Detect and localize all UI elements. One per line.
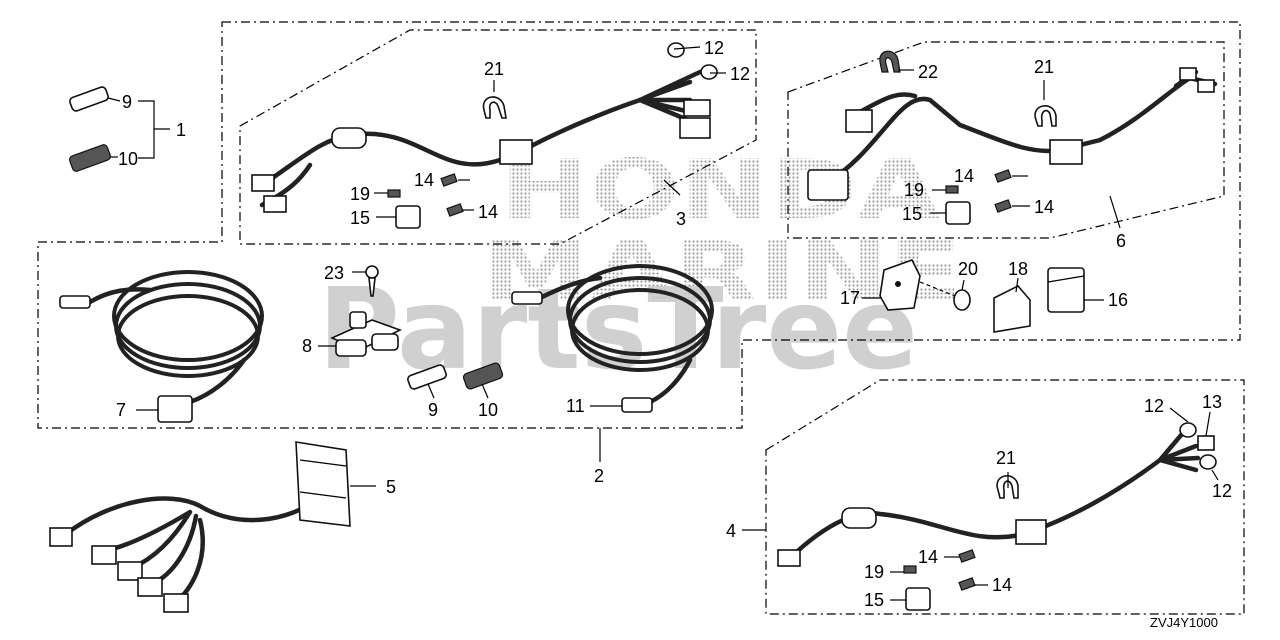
terminal-19-c	[903, 565, 917, 574]
cap-18	[993, 285, 1031, 333]
watermark-marine: MARINE	[482, 225, 962, 320]
callout-14[interactable]: 14	[918, 547, 938, 567]
callout-2[interactable]: 2	[594, 466, 604, 486]
callout-17[interactable]: 17	[840, 288, 860, 308]
adapter-9-mid	[407, 364, 447, 390]
coupler-15-c	[905, 587, 931, 611]
terminal-14-d	[994, 199, 1012, 213]
callout-21[interactable]: 21	[484, 59, 504, 79]
terminal-19-b	[945, 185, 959, 194]
clamp-21-a	[482, 80, 507, 119]
harness-6	[807, 67, 1218, 201]
callout-23[interactable]: 23	[324, 263, 344, 283]
callout-19[interactable]: 19	[864, 562, 884, 582]
callout-20[interactable]: 20	[958, 259, 978, 279]
callout-21[interactable]: 21	[1034, 57, 1054, 77]
watermark-honda: HONDA	[500, 143, 941, 238]
callout-10[interactable]: 10	[118, 149, 138, 169]
terminal-14-c	[994, 169, 1012, 183]
leader-lines	[136, 46, 1219, 601]
callout-19[interactable]: 19	[350, 184, 370, 204]
clamp-21-b	[1034, 105, 1057, 127]
harness-3	[251, 42, 718, 213]
callout-4[interactable]: 4	[726, 521, 736, 541]
callout-11[interactable]: 11	[566, 396, 585, 416]
callout-14[interactable]: 14	[1034, 197, 1054, 217]
callout-15[interactable]: 15	[350, 208, 370, 228]
callout-9[interactable]: 9	[122, 92, 132, 112]
relay-16	[1047, 267, 1085, 313]
frame-harness-3	[239, 29, 757, 245]
cable-7	[59, 270, 264, 423]
callout-10[interactable]: 10	[478, 400, 498, 420]
coupler-15-a	[395, 205, 421, 229]
terminal-14-a	[440, 173, 458, 187]
callout-14[interactable]: 14	[478, 202, 498, 222]
callout-14[interactable]: 14	[954, 166, 974, 186]
watermark-partstree: PartsTree	[318, 265, 918, 395]
callout-3[interactable]: 3	[676, 209, 686, 229]
bracket-17	[879, 259, 921, 311]
callout-13[interactable]: 13	[1202, 392, 1222, 412]
callout-15[interactable]: 15	[864, 590, 884, 610]
clamp-22	[879, 50, 901, 73]
frame-kit-2	[37, 21, 1241, 429]
callout-21[interactable]: 21	[996, 448, 1016, 468]
callout-16[interactable]: 16	[1108, 290, 1128, 310]
diagram-code: ZVJ4Y1000	[1150, 615, 1218, 630]
callout-1[interactable]: 1	[176, 120, 186, 140]
callout-9[interactable]: 9	[428, 400, 438, 420]
terminal-14-e	[958, 549, 976, 563]
adapter-9-top	[69, 86, 121, 112]
coupler-15-b	[945, 201, 971, 225]
callout-12[interactable]: 12	[730, 64, 750, 84]
callout-12[interactable]: 12	[704, 38, 724, 58]
tee-connector-8	[330, 311, 403, 357]
adapter-10-mid	[462, 362, 504, 390]
callout-5[interactable]: 5	[386, 477, 396, 497]
callout-8[interactable]: 8	[302, 336, 312, 356]
frame-harness-6	[787, 41, 1225, 239]
callout-12[interactable]: 12	[1212, 481, 1232, 501]
terminal-14-b	[446, 203, 464, 217]
callout-22[interactable]: 22	[918, 62, 938, 82]
frame-harness-4	[765, 379, 1245, 615]
callout-7[interactable]: 7	[116, 400, 126, 420]
callout-15[interactable]: 15	[902, 204, 922, 224]
harness-5	[49, 441, 351, 613]
bracket-1	[138, 100, 170, 159]
cable-11	[511, 264, 714, 413]
callout-19[interactable]: 19	[904, 180, 924, 200]
adapter-10-top	[68, 144, 118, 172]
clamp-21-c	[996, 475, 1019, 499]
callout-14[interactable]: 14	[414, 170, 434, 190]
terminal-19-a	[387, 189, 401, 198]
callout-18[interactable]: 18	[1008, 259, 1028, 279]
callout-6[interactable]: 6	[1116, 231, 1126, 251]
harness-4	[777, 422, 1217, 567]
terminal-14-f	[958, 577, 976, 591]
callout-12[interactable]: 12	[1144, 396, 1164, 416]
callout-14[interactable]: 14	[992, 575, 1012, 595]
